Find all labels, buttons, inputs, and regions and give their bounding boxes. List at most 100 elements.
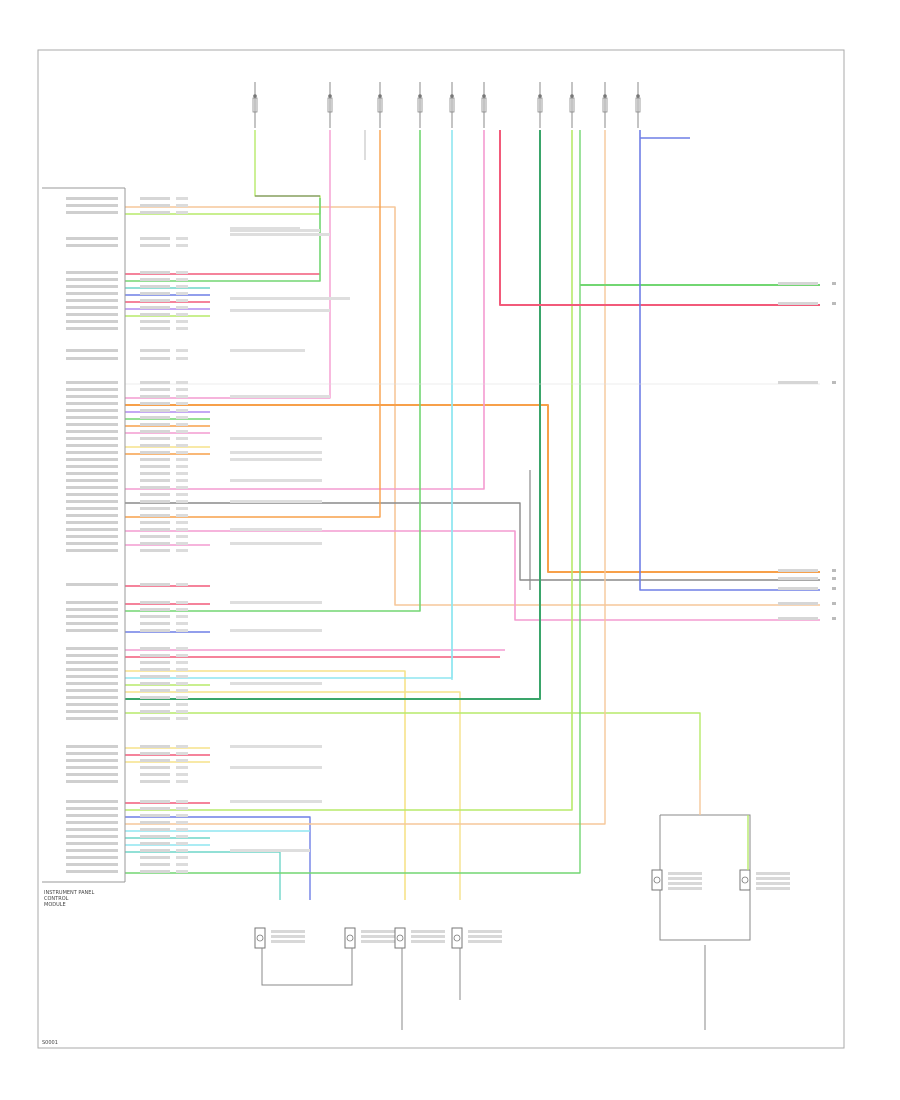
pin-name-text [66,472,118,475]
pin-name-text [66,717,118,720]
wire-code-text [140,271,170,274]
pin-name-text [66,842,118,845]
wire-gauge-text [176,661,188,664]
wire-gauge-text [176,327,188,330]
bus-pin-text [832,569,836,572]
wire-gauge-text [176,752,188,755]
circuit-ref-text [230,297,350,300]
wire-code-text [140,500,170,503]
lamp-symbol [451,927,463,949]
wire-gauge-text [176,601,188,604]
wire-code-text [140,521,170,524]
pin-name-text [66,197,118,200]
wire-code-text [140,486,170,489]
wire-code-text [140,842,170,845]
wire-code-text [140,528,170,531]
wire-gauge-text [176,472,188,475]
lamp-bulb [453,934,461,942]
circuit-ref-text [230,849,310,852]
wire [125,198,321,282]
fuse-node [603,94,607,98]
wire-code-text [140,814,170,817]
wire [125,130,573,811]
fuse-symbol [327,97,333,113]
pin-name-text [66,828,118,831]
wire-code-text [140,357,170,360]
bus-pin-text [832,381,836,384]
wire [125,530,820,621]
wire-code-text [140,549,170,552]
wire-code-text [140,409,170,412]
wire-code-text [140,381,170,384]
circuit-ref-text [230,745,322,748]
wire-gauge-text [176,409,188,412]
wire-code-text [140,654,170,657]
lamp-bulb [653,876,661,884]
wire-code-text [140,535,170,538]
bus-pin-text [832,577,836,580]
bus-label-text [778,602,818,605]
lamp-label-text [668,872,702,875]
pin-name-text [66,675,118,678]
fuse-node [328,94,332,98]
wire-gauge-text [176,583,188,586]
pin-name-text [66,608,118,611]
pin-name-text [66,863,118,866]
fuse-symbol [252,97,258,113]
wire-gauge-text [176,204,188,207]
wire-code-text [140,437,170,440]
wire-gauge-text [176,402,188,405]
wire-gauge-text [176,549,188,552]
pin-name-text [66,745,118,748]
module-name-line: MODULE [44,902,66,908]
pin-name-text [66,430,118,433]
pin-name-text [66,615,118,618]
footer-code: S0001 [42,1040,58,1046]
lamp-bulb [396,934,404,942]
wire-gauge-text [176,703,188,706]
diagram-frame [37,49,845,1049]
circuit-ref-text [230,542,322,545]
circuit-ref-text [230,601,322,604]
fuse-node [450,94,454,98]
bus-label-text [778,282,818,285]
wire [125,130,421,612]
wire-code-text [140,647,170,650]
wire-gauge-text [176,759,188,762]
wire-gauge-text [176,320,188,323]
wire-code-text [140,661,170,664]
bus-label-text [778,569,818,572]
wire-gauge-text [176,430,188,433]
lamp-label-text [361,940,395,943]
pin-name-text [66,514,118,517]
wire-code-text [140,507,170,510]
wire-gauge-text [176,237,188,240]
lamp-bulb [346,934,354,942]
circuit-ref-text [230,349,305,352]
fuse-group [252,82,641,128]
wire-code-text [140,278,170,281]
pin-name-text [66,458,118,461]
wire-gauge-text [176,451,188,454]
wire-code-text [140,493,170,496]
lamp-bulb [741,876,749,884]
pin-name-text [66,647,118,650]
wire-gauge-text [176,349,188,352]
wire-code-text [140,204,170,207]
pin-name-text [66,849,118,852]
wire-code-text [140,292,170,295]
pin-name-text [66,696,118,699]
circuit-ref-text [230,227,300,230]
wire-gauge-text [176,292,188,295]
wire-group [125,130,820,900]
pin-name-text [66,710,118,713]
pin-name-text [66,395,118,398]
wire-gauge-text [176,500,188,503]
wire-gauge-text [176,870,188,873]
lamp-label-text [361,930,395,933]
circuit-ref-text [230,500,322,503]
wire-code-text [140,800,170,803]
pin-name-text [66,327,118,330]
wire-gauge-text [176,800,188,803]
pin-name-text [66,409,118,412]
